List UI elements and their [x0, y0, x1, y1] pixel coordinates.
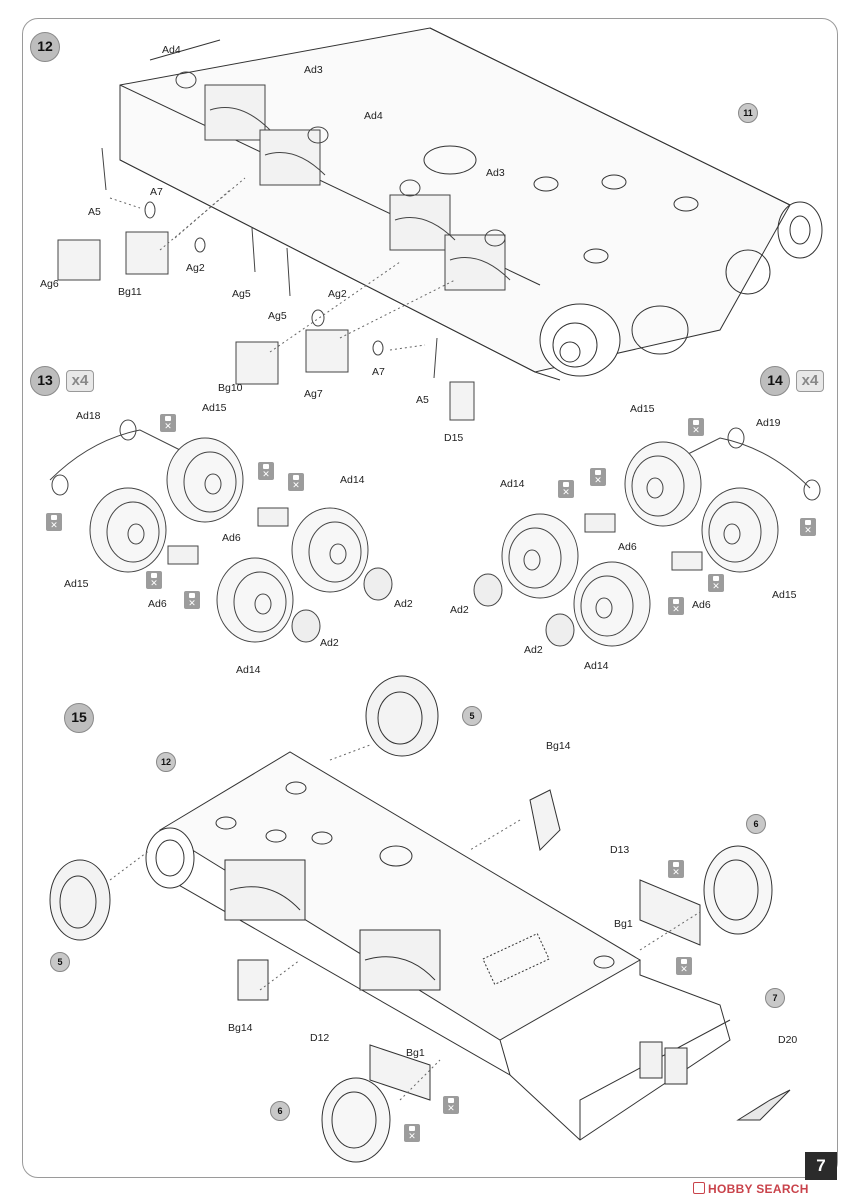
part-label: Ag5: [268, 310, 287, 322]
step-15-number: 15: [64, 703, 94, 733]
step-13-number: 13: [30, 366, 60, 396]
glue-icon: [800, 518, 816, 536]
step-14-multiplier: x4: [796, 370, 824, 392]
glue-icon: [443, 1096, 459, 1114]
part-label: Ad15: [202, 402, 227, 414]
part-label: Ad2: [320, 637, 339, 649]
part-label: A5: [88, 206, 101, 218]
part-label: Ad15: [64, 578, 89, 590]
glue-icon: [146, 571, 162, 589]
part-label: D20: [778, 1034, 798, 1046]
glue-icon: [676, 957, 692, 975]
part-label: Ad3: [304, 64, 323, 76]
part-label: Bg10: [218, 382, 243, 394]
glue-icon: [688, 418, 704, 436]
part-label: Ag7: [304, 388, 323, 400]
ref-step-5-left: 5: [50, 952, 70, 972]
step15-assembly-lines: [109, 744, 701, 1101]
step-14-number: 14: [760, 366, 790, 396]
part-label: Ad15: [772, 589, 797, 601]
part-label: Ad4: [364, 110, 383, 122]
part-label: A7: [372, 366, 385, 378]
glue-icon: [668, 860, 684, 878]
part-label: Ad6: [222, 532, 241, 544]
part-label: Bg14: [546, 740, 571, 752]
part-label: Ad2: [450, 604, 469, 616]
part-label: Ad6: [618, 541, 637, 553]
step12-hull-drawing: [57, 27, 823, 421]
watermark: HOBBY SEARCH: [693, 1182, 809, 1196]
part-label: Bg11: [118, 286, 142, 298]
part-label: Bg1: [406, 1047, 425, 1059]
glue-icon: [288, 473, 304, 491]
part-label: Ad15: [630, 403, 655, 415]
part-label: Ad2: [394, 598, 413, 610]
part-label: Ad14: [340, 474, 365, 486]
glue-icon: [184, 591, 200, 609]
step14-wheels-drawing: [473, 427, 821, 647]
step15-hull-drawing: [49, 675, 791, 1163]
ref-step-6-right: 6: [746, 814, 766, 834]
watermark-text: HOBBY SEARCH: [708, 1182, 809, 1196]
glue-icon: [558, 480, 574, 498]
part-label: Ad14: [236, 664, 261, 676]
part-label: Ad18: [76, 410, 101, 422]
part-label: Ad2: [524, 644, 543, 656]
step13-wheels-drawing: [49, 419, 393, 643]
part-label: Ad19: [756, 417, 781, 429]
page-frame: [22, 18, 838, 1178]
part-label: Ad14: [500, 478, 525, 490]
page-number: 7: [805, 1152, 837, 1180]
part-label: Bg1: [614, 918, 633, 930]
part-label: Ad6: [692, 599, 711, 611]
part-label: Ad3: [486, 167, 505, 179]
part-label: Ag2: [328, 288, 347, 300]
glue-icon: [404, 1124, 420, 1142]
part-label: Bg14: [228, 1022, 253, 1034]
part-label: Ad6: [148, 598, 167, 610]
part-label: Ag5: [232, 288, 251, 300]
glue-icon: [258, 462, 274, 480]
glue-icon: [668, 597, 684, 615]
part-label: Ag2: [186, 262, 205, 274]
part-label: D15: [444, 432, 464, 444]
ref-step-12: 12: [156, 752, 176, 772]
glue-icon: [46, 513, 62, 531]
part-label: A5: [416, 394, 429, 406]
glue-icon: [708, 574, 724, 592]
ref-step-6-left: 6: [270, 1101, 290, 1121]
step-12-number: 12: [30, 32, 60, 62]
ref-step-7: 7: [765, 988, 785, 1008]
part-label: A7: [150, 186, 163, 198]
step-13-multiplier: x4: [66, 370, 94, 392]
ref-step-5-top: 5: [462, 706, 482, 726]
hobby-search-logo-icon: [693, 1182, 705, 1194]
part-label: Ad14: [584, 660, 609, 672]
part-label: Ag6: [40, 278, 59, 290]
glue-icon: [590, 468, 606, 486]
ref-step-11: 11: [738, 103, 758, 123]
glue-icon: [160, 414, 176, 432]
part-label: D12: [310, 1032, 330, 1044]
part-label: D13: [610, 844, 630, 856]
part-label: Ad4: [162, 44, 181, 56]
